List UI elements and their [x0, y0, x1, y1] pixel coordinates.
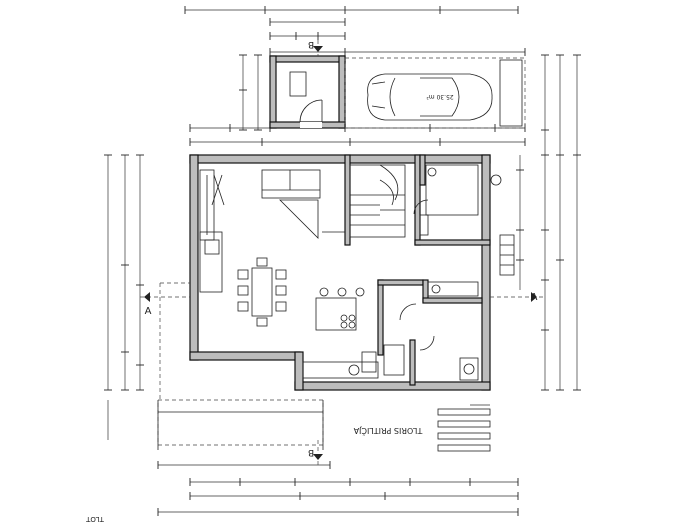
garage-area-label: 25.30 m² [426, 93, 454, 100]
staircase [322, 164, 406, 238]
legend-swatch-existing-wall [437, 420, 491, 428]
entrance-steps [499, 234, 515, 276]
left-dimension-lines [104, 54, 262, 440]
car-symbol: 25.30 m² [367, 73, 493, 121]
corner-label: TLOT [85, 515, 104, 523]
legend-swatch-new-wall [437, 408, 491, 416]
top-dimension-lines [184, 6, 526, 146]
garage-door-opening [300, 122, 322, 128]
bathroom-fixtures [413, 164, 502, 236]
utility-fixtures [383, 281, 479, 381]
section-marker-a-right: A [490, 292, 545, 303]
dining-table [237, 257, 287, 327]
bar-stools [319, 287, 365, 297]
exterior-walls [189, 154, 491, 391]
terrace [157, 282, 324, 450]
bottom-dimension-lines [157, 461, 519, 516]
garage-block [269, 55, 526, 129]
right-dimension-lines [516, 54, 581, 391]
section-a-left-label: A [145, 306, 152, 317]
drawing-title: TLORIS PRITLIČJA [353, 426, 423, 437]
section-marker-b-bottom: B [308, 440, 323, 465]
kitchen-island [302, 287, 379, 379]
material-legend [437, 404, 491, 452]
section-marker-a-left: A [140, 292, 190, 317]
section-b-top-label: B [308, 39, 314, 49]
living-room-furniture [199, 169, 321, 293]
section-b-bottom-label: B [308, 447, 314, 457]
section-a-right-label: A [531, 292, 538, 303]
legend-swatch-insulation [437, 432, 491, 440]
interior-walls [344, 154, 491, 386]
section-marker-b-top: B [308, 39, 323, 56]
legend-swatch-other [437, 444, 491, 452]
